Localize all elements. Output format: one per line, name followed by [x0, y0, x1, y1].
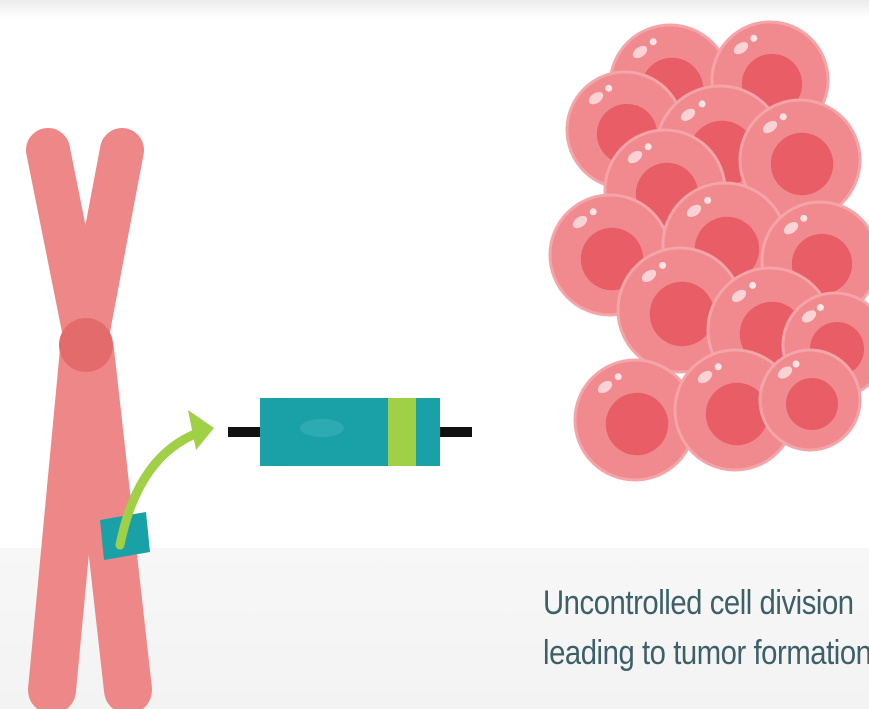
caption-line-2: leading to tumor formation — [543, 628, 818, 678]
gene-marker — [388, 398, 416, 466]
cell-highlight-dot — [780, 113, 787, 120]
cell-highlight-dot — [650, 38, 657, 45]
cell-highlight-dot — [615, 373, 622, 380]
cell-nucleus — [786, 378, 838, 430]
cell-highlight-dot — [704, 197, 711, 204]
cell-highlight-dot — [800, 215, 807, 222]
chromosome-arm-upper-right — [88, 150, 122, 330]
gene-highlight — [300, 419, 344, 437]
caption-line-1: Uncontrolled cell division — [543, 578, 818, 628]
cell-highlight-dot — [605, 85, 612, 92]
cell-nucleus — [706, 383, 768, 445]
cell-highlight-dot — [590, 208, 597, 215]
tumor-cells-icon — [550, 22, 869, 480]
tumor-cell — [760, 350, 860, 450]
cell-nucleus — [606, 393, 668, 455]
cell-highlight-dot — [699, 100, 706, 107]
cell-highlight-dot — [659, 262, 666, 269]
cell-highlight-dot — [750, 35, 757, 42]
cell-highlight-dot — [793, 361, 800, 368]
gene-segment-icon — [228, 398, 472, 466]
centromere — [59, 318, 113, 372]
cell-nucleus — [650, 282, 714, 346]
chromosome-icon — [48, 150, 150, 690]
cell-highlight-dot — [749, 282, 756, 289]
cell-highlight-dot — [715, 363, 722, 370]
cell-highlight-dot — [645, 143, 652, 150]
cell-nucleus — [771, 133, 833, 195]
caption-text: Uncontrolled cell division leading to tu… — [543, 578, 818, 678]
cell-highlight-dot — [817, 304, 824, 311]
